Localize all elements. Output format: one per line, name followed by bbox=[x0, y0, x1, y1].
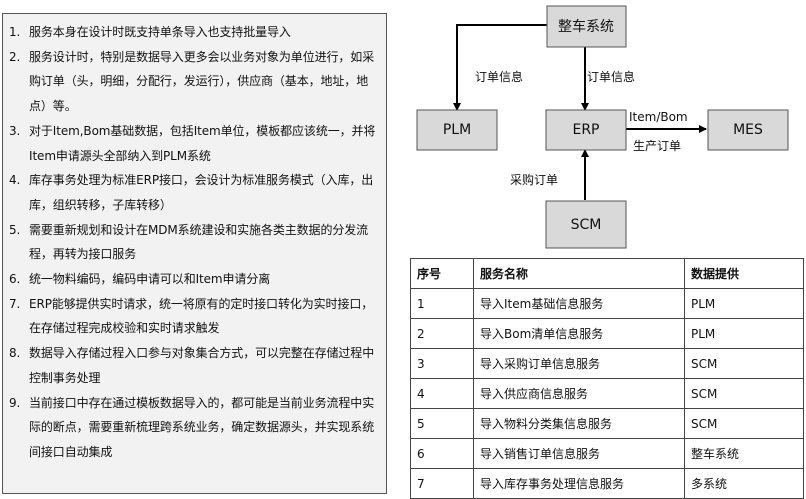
note-text: 统一物料编码，编码申请可以和Item申请分离 bbox=[29, 272, 271, 287]
notes-list: 1. 服务本身在设计时既支持单条导入也支持批量导入 2. 服务设计时，特别是数据导入… bbox=[3, 14, 386, 465]
cell-data-provider: 多系统 bbox=[684, 468, 804, 499]
cell-data-provider: 整车系统 bbox=[684, 438, 804, 469]
cell-service-name: 导入Bom清单信息服务 bbox=[473, 318, 685, 349]
note-number: 3. bbox=[9, 123, 21, 138]
node-erp-box bbox=[545, 109, 627, 151]
note-number: 9. bbox=[9, 395, 21, 410]
cell-service-name: 导入销售订单信息服务 bbox=[473, 438, 685, 469]
system-flow-diagram: 整车系统 PLM ERP MES SCM 订单信息 订单信息 Item/Bom … bbox=[416, 5, 789, 249]
cell-data-provider: PLM bbox=[684, 318, 804, 349]
cell-service-name: 导入采购订单信息服务 bbox=[473, 348, 685, 379]
cell-service-name: 导入库存事务处理信息服务 bbox=[473, 468, 685, 499]
note-text: 当前接口中存在通过模板数据导入的，都可能是当前业务流程中实际的断点，需要重新梳理… bbox=[29, 395, 375, 459]
table-row: 3 导入采购订单信息服务 SCM bbox=[410, 348, 804, 379]
note-item: 8. 数据导入存储过程入口参与对象集合方式，可以完整在存储过程中控制事务处理 bbox=[9, 341, 382, 390]
cell-index: 6 bbox=[410, 438, 474, 469]
note-number: 6. bbox=[9, 272, 21, 287]
node-vehicle-label: 整车系统 bbox=[558, 18, 614, 35]
edge-label-item-bom: Item/Bom bbox=[629, 110, 688, 124]
header-service-name: 服务名称 bbox=[473, 258, 685, 289]
cell-index: 2 bbox=[410, 318, 474, 349]
node-scm: SCM bbox=[545, 200, 627, 249]
note-item: 9. 当前接口中存在通过模板数据导入的，都可能是当前业务流程中实际的断点，需要重新… bbox=[9, 391, 382, 465]
table-row: 4 导入供应商信息服务 SCM bbox=[410, 378, 804, 409]
note-text: 库存事务处理为标准ERP接口，会设计为标准服务模式（入库，出库，组织转移，子库转… bbox=[29, 173, 374, 212]
table-header-row: 序号 服务名称 数据提供 bbox=[410, 258, 804, 289]
edge-label-vehicle-erp: 订单信息 bbox=[587, 69, 635, 84]
cell-data-provider: SCM bbox=[684, 408, 804, 439]
node-erp: ERP bbox=[545, 109, 627, 151]
table-row: 1 导入Item基础信息服务 PLM bbox=[410, 288, 804, 319]
cell-service-name: 导入物料分类集信息服务 bbox=[473, 408, 685, 439]
note-number: 7. bbox=[9, 296, 21, 311]
node-mes-label: MES bbox=[733, 122, 763, 138]
table-row: 2 导入Bom清单信息服务 PLM bbox=[410, 318, 804, 349]
note-text: 服务设计时，特别是数据导入更多会以业务对象为单位进行，如采购订单（头，明细，分配… bbox=[29, 49, 375, 114]
edge-vehicle-to-plm bbox=[453, 24, 547, 111]
cell-index: 7 bbox=[410, 468, 474, 499]
edge-label-purchase-order: 采购订单 bbox=[510, 172, 558, 187]
node-erp-label: ERP bbox=[572, 122, 599, 138]
node-scm-label: SCM bbox=[571, 217, 602, 233]
note-number: 1. bbox=[9, 25, 21, 39]
note-item: 5. 需要重新规划和设计在MDM系统建设和实施各类主数据的分发流程，再转为接口服务 bbox=[9, 218, 382, 267]
note-text: 数据导入存储过程入口参与对象集合方式，可以完整在存储过程中控制事务处理 bbox=[29, 346, 375, 385]
node-plm-box bbox=[416, 109, 498, 151]
node-vehicle-system: 整车系统 bbox=[546, 5, 627, 48]
note-number: 4. bbox=[9, 173, 21, 188]
table-row: 7 导入库存事务处理信息服务 多系统 bbox=[410, 468, 804, 499]
note-item: 1. 服务本身在设计时既支持单条导入也支持批量导入 bbox=[9, 20, 382, 45]
note-number: 5. bbox=[9, 222, 21, 237]
header-index: 序号 bbox=[410, 258, 474, 289]
edge-label-production-order: 生产订单 bbox=[633, 139, 681, 153]
note-item: 3. 对于Item,Bom基础数据，包括Item单位，模板都应该统一，并将Item… bbox=[9, 119, 382, 168]
note-item: 7. ERP能够提供实时请求，统一将原有的定时接口转化为实时接口，在存储过程完成校… bbox=[9, 292, 382, 341]
note-item: 6. 统一物料编码，编码申请可以和Item申请分离 bbox=[9, 267, 382, 292]
note-text: 对于Item,Bom基础数据，包括Item单位，模板都应该统一，并将Item申请… bbox=[29, 123, 376, 163]
cell-data-provider: SCM bbox=[684, 378, 804, 409]
cell-data-provider: SCM bbox=[684, 348, 804, 379]
node-mes: MES bbox=[707, 109, 789, 151]
node-mes-box bbox=[707, 109, 789, 151]
node-plm-label: PLM bbox=[443, 122, 471, 138]
note-number: 2. bbox=[9, 49, 21, 64]
cell-service-name: 导入Item基础信息服务 bbox=[473, 288, 685, 319]
node-plm: PLM bbox=[416, 109, 498, 151]
cell-index: 4 bbox=[410, 378, 474, 409]
node-vehicle-box bbox=[546, 5, 627, 48]
service-table: 序号 服务名称 数据提供 1 导入Item基础信息服务 PLM 2 导入Bom清… bbox=[410, 258, 804, 499]
table-row: 6 导入销售订单信息服务 整车系统 bbox=[410, 438, 804, 469]
table-row: 5 导入物料分类集信息服务 SCM bbox=[410, 408, 804, 439]
note-item: 2. 服务设计时，特别是数据导入更多会以业务对象为单位进行，如采购订单（头，明细，… bbox=[9, 45, 382, 119]
note-text: 服务本身在设计时既支持单条导入也支持批量导入 bbox=[29, 25, 291, 39]
edge-label-vehicle-plm: 订单信息 bbox=[475, 69, 523, 84]
note-item: 4. 库存事务处理为标准ERP接口，会设计为标准服务模式（入库，出库，组织转移，子… bbox=[9, 168, 382, 217]
note-text: 需要重新规划和设计在MDM系统建设和实施各类主数据的分发流程，再转为接口服务 bbox=[29, 222, 369, 262]
cell-index: 5 bbox=[410, 408, 474, 439]
cell-index: 1 bbox=[410, 288, 474, 319]
note-number: 8. bbox=[9, 346, 21, 361]
cell-data-provider: PLM bbox=[684, 288, 804, 319]
cell-index: 3 bbox=[410, 348, 474, 379]
note-text: ERP能够提供实时请求，统一将原有的定时接口转化为实时接口，在存储过程完成校验和… bbox=[29, 296, 374, 336]
notes-panel: 1. 服务本身在设计时既支持单条导入也支持批量导入 2. 服务设计时，特别是数据导入… bbox=[2, 13, 387, 494]
node-scm-box bbox=[545, 200, 627, 249]
cell-service-name: 导入供应商信息服务 bbox=[473, 378, 685, 409]
header-data-provider: 数据提供 bbox=[684, 258, 804, 289]
